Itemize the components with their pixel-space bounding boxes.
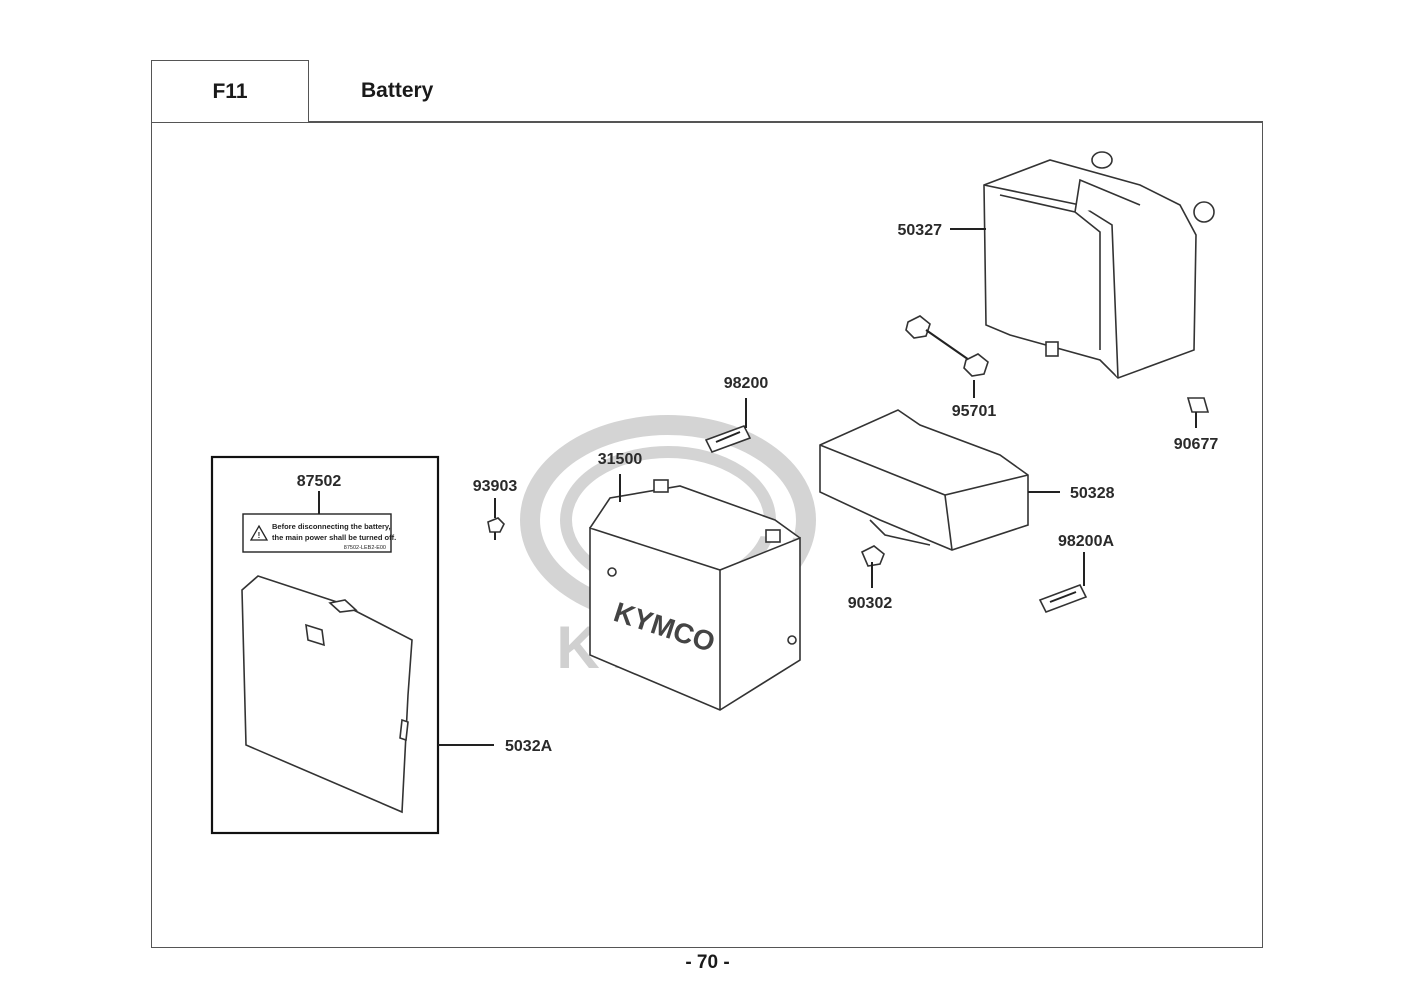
- callout-50327: 50327: [898, 222, 943, 239]
- part-98200a-fuse: [1038, 583, 1088, 614]
- section-title: Battery: [309, 60, 1263, 122]
- svg-text:!: !: [258, 531, 261, 540]
- leader-lines: [318, 228, 1197, 746]
- part-50327-battery-box: [983, 151, 1215, 379]
- page-number: - 70 -: [685, 952, 730, 973]
- callout-93903: 93903: [473, 478, 518, 495]
- part-87502-label: ! Before disconnecting the battery, the …: [242, 513, 396, 553]
- part-95701-bolts: [905, 315, 989, 377]
- part-50328-battery-tray: [819, 409, 1029, 551]
- callout-98200: 98200: [724, 375, 769, 392]
- callout-90677: 90677: [1174, 436, 1219, 453]
- part-93903-screw: [487, 517, 505, 540]
- callout-31500: 31500: [598, 451, 643, 468]
- section-code: F11: [151, 60, 309, 122]
- part-5032a-cover: [241, 575, 413, 814]
- part-90302-screw: [860, 545, 885, 576]
- callout-95701: 95701: [952, 403, 997, 420]
- part-98200-fuse: [704, 425, 752, 453]
- label-line-1: Before disconnecting the battery,: [272, 522, 391, 531]
- callout-50328: 50328: [1070, 485, 1115, 502]
- inset-box: [210, 455, 440, 835]
- diagram-frame: [151, 122, 1263, 948]
- callout-5032a: 5032A: [505, 738, 553, 755]
- part-90677-clip: [1186, 397, 1210, 413]
- callout-87502: 87502: [297, 473, 342, 490]
- label-line-2: the main power shall be turned off.: [272, 533, 396, 542]
- part-31500-battery: KYMCO: [589, 479, 801, 711]
- label-code: 87502-LEB2-E00: [344, 545, 386, 551]
- callout-98200a: 98200A: [1058, 533, 1114, 550]
- callout-90302: 90302: [848, 595, 893, 612]
- part-callouts: 50327 98200 95701 90677 87502 31500 9390…: [297, 222, 1219, 755]
